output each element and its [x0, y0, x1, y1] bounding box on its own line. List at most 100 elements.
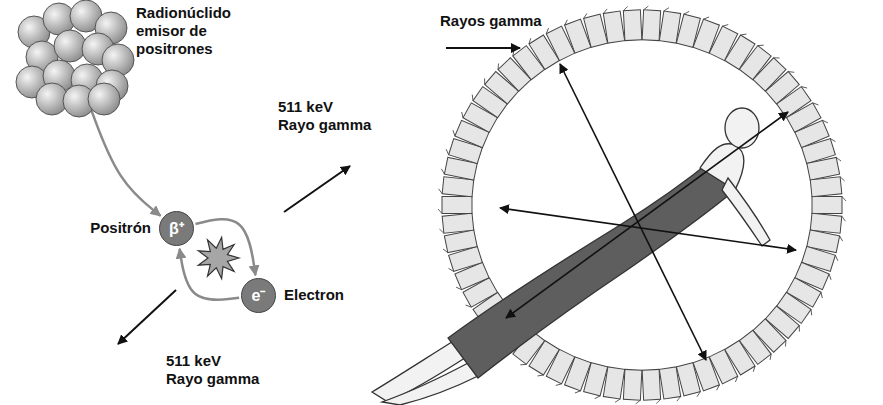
nucleus-cluster: Radionúclido emisor de positrones	[12, 2, 132, 114]
detector-edge	[527, 38, 533, 44]
detector-edge	[834, 255, 839, 260]
detector-edge	[822, 119, 827, 125]
detector-block	[623, 369, 641, 400]
detector-block	[603, 11, 624, 43]
detector-edge	[438, 189, 442, 194]
detector-edge	[839, 236, 844, 241]
detector-block	[810, 176, 846, 196]
particle-symbol: β⁺	[159, 211, 194, 246]
detector-edge	[696, 392, 701, 397]
detector-edge	[510, 50, 516, 56]
detector-edge	[676, 396, 681, 401]
detector-edge	[439, 229, 443, 234]
nucleon-sphere	[88, 83, 120, 115]
detector-edge	[768, 354, 774, 360]
detector-edge	[656, 399, 661, 403]
detector-edge	[840, 176, 844, 181]
gamma-ray-label: 511 keV Rayo gamma	[166, 352, 261, 388]
gamma-ray-arrow	[118, 290, 176, 344]
detector-edge	[734, 376, 740, 382]
detector-edge	[741, 32, 747, 38]
annihilation-burst	[198, 237, 239, 278]
gamma-ray-arrow	[284, 166, 350, 212]
detector-block	[659, 367, 681, 403]
particle-label: Positrón	[90, 219, 151, 237]
annihilation-burst	[198, 237, 239, 278]
patient-shoulders	[700, 144, 744, 190]
detector-edge	[644, 6, 649, 10]
particle-symbol: e⁻	[241, 278, 276, 313]
detector-edge	[445, 149, 450, 154]
detector-edge	[788, 69, 794, 75]
detector-block	[812, 197, 842, 214]
detector-block	[444, 230, 477, 253]
detector-block	[442, 213, 474, 233]
detector-block	[642, 10, 660, 41]
detector-edge	[819, 292, 825, 298]
nucleus-cluster	[12, 2, 132, 114]
detector-edge	[449, 267, 454, 272]
detector-block	[642, 369, 660, 400]
detector-block	[603, 7, 625, 43]
detector-block	[642, 6, 661, 41]
detector-edge	[830, 137, 835, 142]
detector-edge	[636, 400, 641, 404]
particle-label: Electron	[284, 286, 344, 304]
detector-block	[623, 10, 641, 41]
detector-block	[810, 213, 842, 233]
detector-ring	[438, 6, 846, 404]
detector-edge	[470, 95, 476, 101]
detector-edge	[801, 84, 807, 90]
detector-edge	[556, 382, 562, 388]
detector-block	[812, 197, 846, 214]
patient-head	[725, 108, 759, 148]
detector-edge	[774, 55, 780, 61]
detector-edge	[545, 28, 551, 34]
detector-edge	[751, 366, 757, 372]
gamma-ray-lines	[500, 64, 796, 360]
positron-circle	[160, 212, 194, 246]
gamma-ray-line	[500, 208, 796, 250]
detector-edge	[836, 157, 841, 162]
detector-edge	[758, 42, 764, 48]
detector-edge	[460, 112, 466, 118]
particle-arrow	[91, 109, 161, 216]
detector-edge	[715, 385, 721, 390]
detector-block	[807, 157, 840, 180]
nucleus-label: Radionúclido emisor de positrones	[136, 4, 244, 58]
particle-arrow	[195, 219, 255, 275]
nucleon-sphere	[54, 30, 86, 62]
electron-circle: e⁻Electron	[241, 278, 276, 313]
detector-edge	[583, 13, 588, 18]
gamma-ray-arrow	[446, 47, 520, 49]
detector-edge	[575, 389, 581, 394]
detector-edge	[440, 169, 445, 174]
detector-block	[810, 177, 842, 197]
detector-block	[438, 197, 472, 214]
gamma-rays-label: Rayos gamma	[440, 12, 570, 30]
gamma-ray-label: 511 keV Rayo gamma	[278, 98, 373, 134]
detector-edge	[595, 395, 600, 400]
detector-edge	[482, 78, 488, 84]
detector-edge	[563, 20, 569, 25]
detector-edge	[451, 130, 456, 136]
patient-arm	[722, 178, 770, 246]
detector-edge	[466, 303, 472, 309]
detector-edge	[537, 373, 543, 379]
detector-edge	[841, 216, 845, 221]
detector-edge	[495, 64, 501, 70]
detector-edge	[827, 274, 832, 280]
patient-figure	[372, 108, 770, 405]
patient-leg	[382, 362, 478, 405]
detector-edge	[456, 286, 461, 292]
particle-arrow	[180, 249, 240, 300]
detector-edge	[842, 197, 846, 202]
positron-circle: Positrónβ⁺	[159, 211, 194, 246]
detector-edge	[703, 15, 709, 20]
detector-edge	[722, 23, 728, 29]
detector-block	[442, 177, 474, 197]
detector-edge	[603, 9, 608, 14]
detector-edge	[615, 398, 620, 403]
